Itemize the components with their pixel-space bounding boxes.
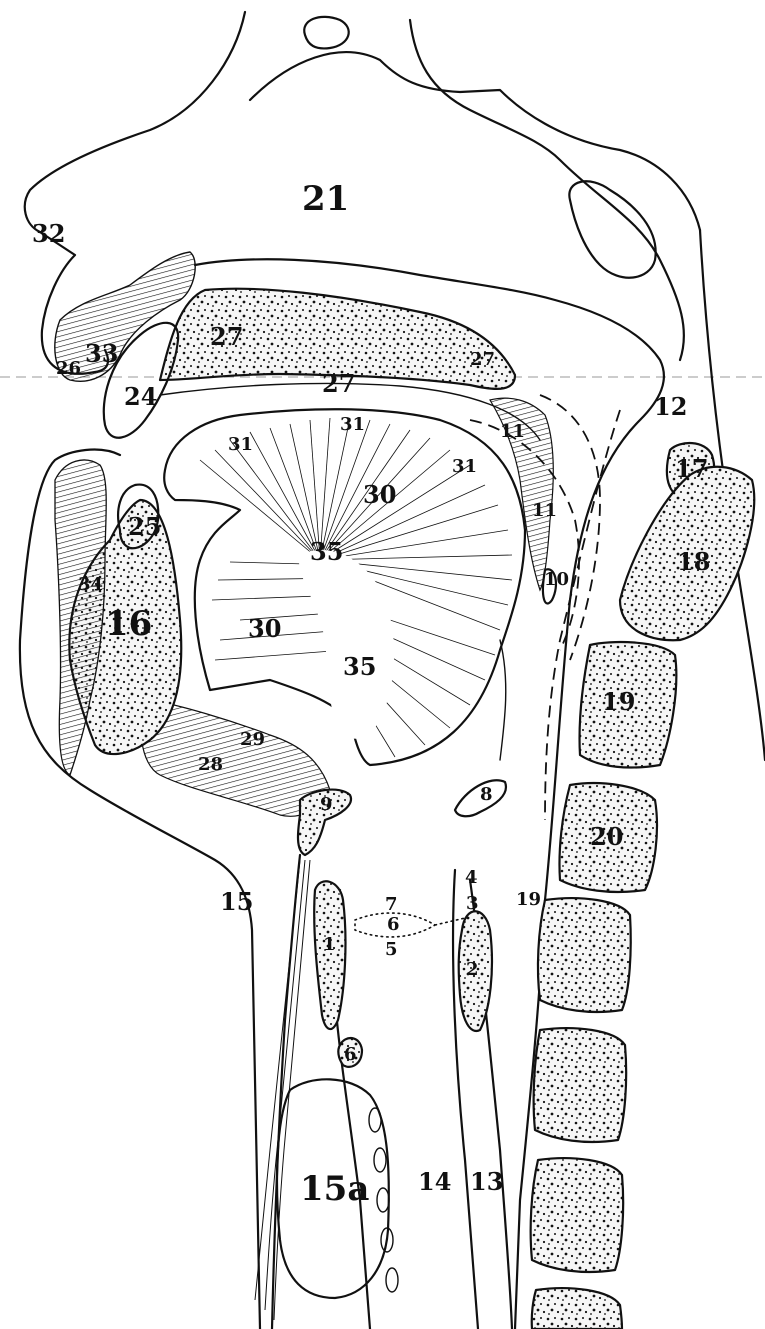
label-21: 21	[302, 179, 349, 219]
label-33: 33	[85, 339, 118, 368]
label-26: 26	[56, 358, 81, 379]
label-17: 17	[675, 454, 708, 483]
label-29: 29	[240, 729, 265, 750]
label-2: 2	[466, 959, 479, 980]
label-35a: 35	[310, 537, 343, 566]
label-31c: 31	[452, 456, 477, 477]
label-31a: 31	[228, 434, 253, 455]
label-1: 1	[323, 934, 336, 955]
label-5: 5	[385, 939, 398, 960]
label-18: 18	[677, 547, 710, 576]
label-9: 9	[320, 794, 333, 815]
sinus-pocket	[569, 181, 655, 277]
label-10: 10	[544, 569, 569, 590]
label-4: 4	[465, 867, 478, 888]
label-8: 8	[480, 784, 493, 805]
label-7: 7	[385, 894, 398, 915]
vertebra-c7	[531, 1158, 624, 1272]
thyroid-cartilage	[314, 881, 345, 1029]
label-30: 30	[363, 480, 396, 509]
label-34: 34	[78, 574, 103, 595]
label-27: 27	[210, 322, 243, 351]
label-3: 3	[466, 893, 479, 914]
label-27b: 27	[470, 349, 495, 370]
epiglottis-line	[500, 640, 506, 760]
label-25: 25	[128, 512, 161, 541]
tracheal-rings	[369, 1108, 398, 1292]
label-13: 13	[470, 1167, 503, 1196]
cranial-cavity-outline	[410, 20, 684, 360]
label-20: 20	[590, 822, 623, 851]
label-24: 24	[124, 382, 157, 411]
label-35b: 35	[343, 652, 376, 681]
vertebra-c6	[534, 1028, 627, 1142]
label-27-center: 27	[322, 369, 355, 398]
label-30b: 30	[248, 614, 281, 643]
label-6b: 6	[344, 1044, 357, 1065]
label-16: 16	[105, 604, 152, 644]
label-19b: 19	[516, 889, 541, 910]
label-14: 14	[418, 1167, 451, 1196]
label-15a: 15a	[300, 1169, 369, 1209]
tongue-center	[299, 550, 394, 739]
label-31b: 31	[340, 414, 365, 435]
label-6: 6	[387, 914, 400, 935]
label-19: 19	[602, 687, 635, 716]
top-oval	[304, 17, 348, 49]
label-12: 12	[654, 392, 687, 421]
vocal-fold-dots	[355, 913, 465, 937]
label-32: 32	[32, 219, 65, 248]
vertebra-t1	[532, 1288, 622, 1329]
label-11a: 11	[500, 421, 525, 442]
label-28: 28	[198, 754, 223, 775]
vertebra-c5	[538, 898, 631, 1012]
label-11b: 11	[532, 500, 557, 521]
label-15: 15	[220, 887, 253, 916]
